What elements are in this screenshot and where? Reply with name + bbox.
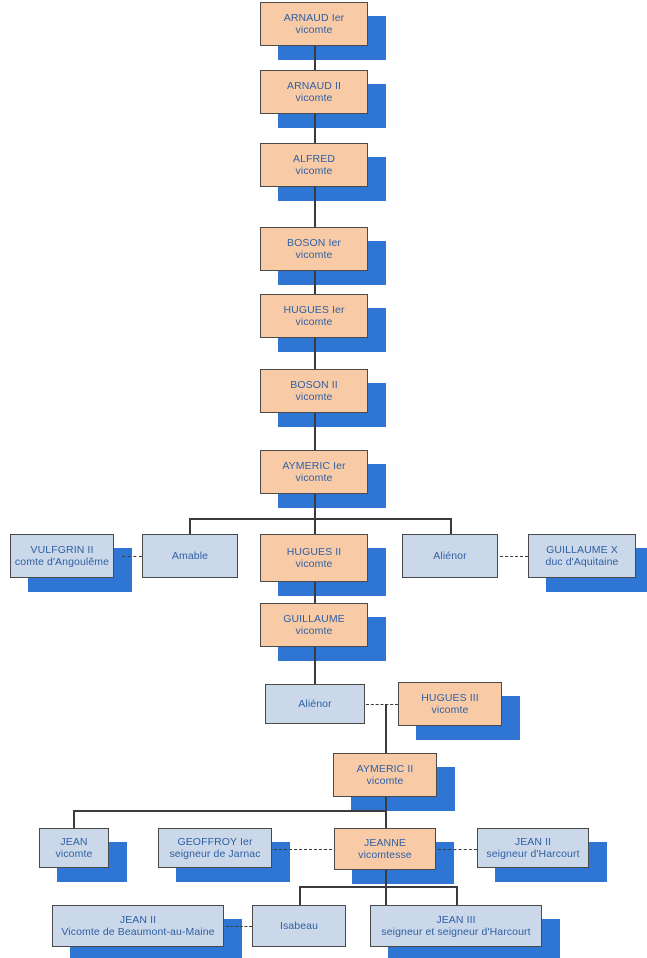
person-name: ARNAUD II (287, 79, 341, 92)
person-title: vicomte (295, 316, 333, 328)
connector-c-arnaud1-arnaud2 (314, 46, 316, 70)
person-title: vicomte (295, 391, 333, 403)
marriage-link-m-alienor2-hug3 (366, 704, 398, 705)
person-title: vicomte (295, 558, 333, 570)
connector-c-aymeric1-bar (314, 494, 316, 518)
connector-c-jeanne-down (385, 870, 387, 905)
person-title: vicomte (295, 472, 333, 484)
person-title: vicomtesse (358, 849, 412, 861)
marriage-link-m-vulfgrin-amable (122, 556, 142, 557)
person-node-isabeau[interactable]: Isabeau (252, 905, 346, 947)
person-title: vicomte (295, 92, 333, 104)
marriage-link-m-geoffroy-jeanne (274, 849, 332, 850)
connector-c-riser-jean1 (73, 810, 75, 828)
person-name: ARNAUD Ier (283, 11, 345, 24)
person-name: GUILLAUME (283, 612, 345, 625)
person-title: vicomte (295, 625, 333, 637)
person-title: Vicomte de Beaumont-au-Maine (61, 926, 215, 938)
connector-c-hugues1-boson2 (314, 338, 316, 369)
connector-c-alfred-boson1 (314, 187, 316, 227)
person-name: GUILLAUME X (546, 543, 618, 556)
person-name: Amable (171, 549, 209, 562)
person-name: HUGUES III (421, 691, 479, 704)
connector-c-arnaud2-alfred (314, 114, 316, 143)
person-name: JEAN (60, 835, 88, 848)
person-name: JEAN II (119, 913, 157, 926)
person-name: ALFRED (292, 152, 336, 165)
person-name: Aliénor (433, 549, 467, 562)
connector-c-riser-amable (189, 518, 191, 534)
person-title: vicomte (295, 165, 333, 177)
marriage-link-m-jeanne-jean2h (438, 849, 477, 850)
connector-c-sibbar-2 (73, 810, 386, 812)
person-name: BOSON Ier (287, 236, 341, 249)
person-node-alienor2[interactable]: Aliénor (265, 684, 365, 724)
person-title: seigneur et seigneur d'Harcourt (381, 926, 531, 938)
person-name: HUGUES II (286, 545, 342, 558)
connector-c-sibbar-1 (189, 518, 451, 520)
connector-c-boson1-hugues1 (314, 271, 316, 294)
person-name: JEAN III (436, 913, 476, 926)
person-name: JEANNE (363, 836, 407, 849)
person-title: seigneur d'Harcourt (486, 848, 580, 860)
person-title: vicomte (295, 24, 333, 36)
connector-c-guillaume-al2 (314, 647, 316, 684)
person-title: vicomte (431, 704, 469, 716)
person-name: JEAN II (514, 835, 552, 848)
person-title: vicomte (295, 249, 333, 261)
person-name: Aliénor (298, 697, 332, 710)
person-node-alienor1[interactable]: Aliénor (402, 534, 498, 578)
person-name: BOSON II (290, 378, 338, 391)
connector-c-riser-isabeau (299, 886, 301, 905)
person-name: VULFGRIN II (30, 543, 94, 556)
person-node-amable[interactable]: Amable (142, 534, 238, 578)
person-name: Isabeau (279, 919, 319, 932)
connector-c-hugues2-guillaume (314, 582, 316, 603)
connector-c-riser-alienor1 (450, 518, 452, 534)
person-name: AYMERIC II (356, 762, 414, 775)
person-title: comte d'Angoulême (14, 556, 110, 568)
connector-c-riser-jeanne (385, 810, 387, 828)
person-name: HUGUES Ier (283, 303, 345, 316)
person-title: seigneur de Jarnac (169, 848, 261, 860)
marriage-link-m-jean2b-isabeau (226, 926, 252, 927)
person-name: GEOFFROY Ier (177, 835, 253, 848)
connector-c-riser-jean3 (456, 886, 458, 905)
connector-c-sibbar-3 (299, 886, 456, 888)
marriage-link-m-alienor-guill (500, 556, 528, 557)
connector-c-boson2-aymeric1 (314, 413, 316, 450)
person-title: duc d'Aquitaine (545, 556, 619, 568)
connector-c-riser-hugues2 (314, 518, 316, 534)
person-title: vicomte (55, 848, 93, 860)
connector-c-marr-drop1 (385, 704, 387, 753)
person-title: vicomte (366, 775, 404, 787)
person-name: AYMERIC Ier (282, 459, 346, 472)
